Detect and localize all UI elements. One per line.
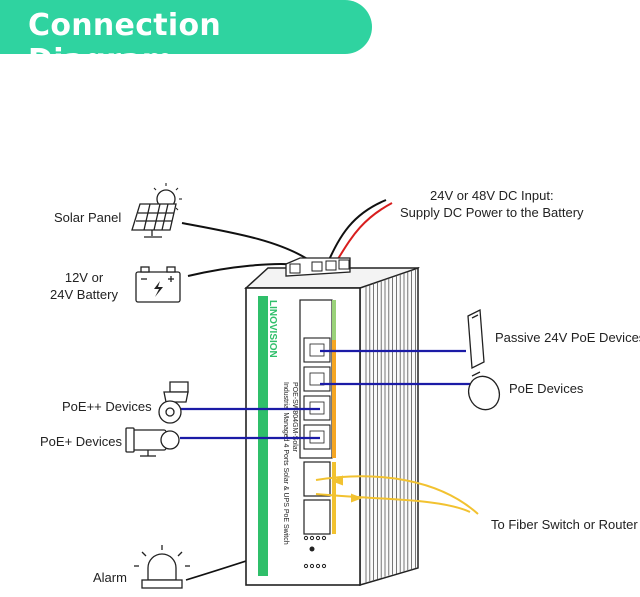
page-title: Connection Diagram: [28, 8, 222, 78]
label-dc-input-line1: 24V or 48V DC Input:: [430, 188, 554, 203]
battery-icon: [135, 266, 181, 303]
label-poe-plus: PoE+ Devices: [40, 434, 123, 449]
label-passive-poe: Passive 24V PoE Devices: [495, 330, 640, 345]
label-poe-devices: PoE Devices: [509, 381, 584, 396]
label-solar-panel: Solar Panel: [54, 210, 122, 225]
brand-logo: LINOVISION: [267, 300, 278, 358]
device-model: POE-SW804GM-Solar: [291, 382, 298, 453]
brand-stripe: [258, 296, 268, 576]
device-description: Industrial Managed 4 Ports Solar & UPS P…: [282, 382, 289, 545]
rj45-socket: [309, 372, 325, 386]
poe-switch: LINOVISION Industrial Managed 4 Ports So…: [244, 257, 420, 587]
ip-camera-icon: [158, 381, 189, 424]
dc-input-wire-black: [327, 199, 387, 263]
label-battery-line2: 24V Battery: [50, 287, 118, 302]
dc-input-wire-red: [335, 202, 393, 263]
sfp-port-2: [303, 499, 331, 535]
passive-device-icon: [467, 308, 485, 370]
label-poe-plus-plus: PoE++ Devices: [62, 399, 152, 414]
rj45-ports: [303, 337, 331, 450]
terminal-block: [285, 257, 351, 277]
label-alarm: Alarm: [93, 570, 127, 585]
label-battery-line1: 12V or: [64, 270, 104, 285]
title-banner: Connection Diagram: [0, 0, 372, 78]
alarm-light-icon: [134, 545, 190, 589]
fiber-wires: [315, 475, 479, 515]
bullet-camera-icon: [125, 427, 180, 457]
solar-wire: [181, 222, 313, 263]
label-dc-input-line2: Supply DC Power to the Battery: [400, 205, 584, 220]
solar-panel-icon: [131, 183, 182, 238]
label-fiber: To Fiber Switch or Router: [491, 517, 638, 532]
rj45-port-2: [303, 366, 331, 392]
dome-camera-icon: [467, 371, 501, 411]
